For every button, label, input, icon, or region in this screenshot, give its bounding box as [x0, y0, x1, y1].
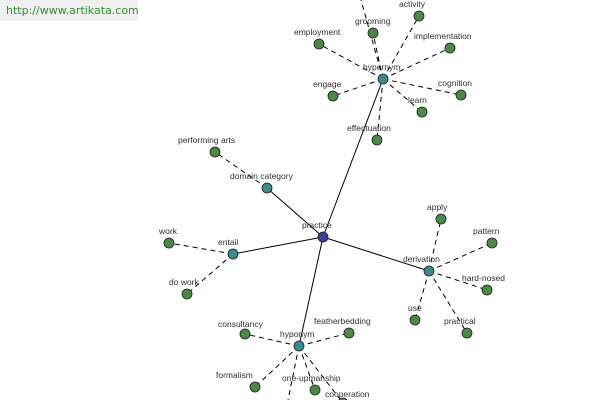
graph-nodes: [163, 10, 498, 400]
graph-labels: practice hypernym grooming activity employme…: [158, 0, 505, 399]
label-term[interactable]: work: [158, 226, 178, 236]
node-term[interactable]: [181, 288, 193, 300]
node-relation-hyponym[interactable]: [293, 340, 305, 352]
edge-practice-entail: [232, 236, 324, 255]
node-relation-hypernym[interactable]: [377, 73, 389, 85]
label-term[interactable]: use: [408, 303, 422, 313]
edge-derivation-term: [428, 242, 493, 272]
label-term[interactable]: effectuation: [347, 123, 391, 133]
label-term[interactable]: formalism: [216, 370, 253, 380]
graph-edges: [168, 0, 493, 400]
node-term[interactable]: [435, 213, 447, 225]
node-term[interactable]: [239, 328, 251, 340]
label-center[interactable]: practice: [302, 220, 332, 230]
node-term[interactable]: [444, 42, 456, 54]
node-term[interactable]: [461, 327, 473, 339]
edge-entail-term: [168, 242, 234, 255]
label-term[interactable]: grooming: [355, 16, 391, 26]
label-term[interactable]: performing arts: [178, 135, 235, 145]
node-term[interactable]: [409, 314, 421, 326]
node-term[interactable]: [455, 89, 467, 101]
edge-derivation-term: [428, 270, 488, 291]
label-term[interactable]: learn: [408, 95, 427, 105]
edge-hypernym-term: [382, 78, 462, 96]
node-term[interactable]: [413, 10, 425, 22]
node-term[interactable]: [486, 237, 498, 249]
edge-hyponym-term: [298, 345, 342, 400]
edge-hyponym-term: [298, 345, 316, 391]
edge-practice-hypernym: [322, 78, 384, 238]
label-term[interactable]: engage: [313, 79, 342, 89]
label-term[interactable]: pattern: [473, 226, 500, 236]
edge-hypernym-term: [376, 78, 384, 141]
edge-practice-derivation: [322, 236, 430, 272]
node-term[interactable]: [313, 38, 325, 50]
node-term[interactable]: [481, 284, 493, 296]
label-term[interactable]: implementation: [414, 31, 472, 41]
node-relation-domain[interactable]: [261, 182, 273, 194]
node-term[interactable]: [163, 237, 175, 249]
node-term[interactable]: [416, 106, 428, 118]
edge-hyponym-term: [254, 345, 300, 388]
node-relation-derivation[interactable]: [423, 265, 435, 277]
edge-hypernym-term: [382, 47, 451, 80]
edge-hypernym-term: [382, 15, 420, 80]
label-relation-derivation[interactable]: derivation: [403, 254, 440, 264]
label-term[interactable]: hard-nosed: [462, 273, 505, 283]
edge-hypernym-term: [318, 43, 384, 80]
edge-practice-domain: [266, 187, 324, 238]
edge-derivation-term: [428, 270, 468, 334]
edge-offscreen: [287, 345, 300, 400]
source-url[interactable]: http://www.artikata.com: [0, 0, 139, 21]
label-term[interactable]: employment: [294, 27, 341, 37]
node-term[interactable]: [209, 146, 221, 158]
edge-entail-term: [186, 253, 234, 295]
node-center[interactable]: [317, 231, 329, 243]
label-term[interactable]: cooperation: [325, 389, 370, 399]
edge-hypernym-term: [372, 32, 384, 80]
label-term[interactable]: apply: [427, 202, 448, 212]
node-term[interactable]: [371, 134, 383, 146]
edge-domain-term: [214, 151, 268, 189]
label-term[interactable]: cognition: [438, 78, 472, 88]
node-relation-entail[interactable]: [227, 248, 239, 260]
label-term[interactable]: practical: [444, 316, 476, 326]
label-term[interactable]: activity: [399, 0, 426, 9]
node-term[interactable]: [327, 90, 339, 102]
node-term[interactable]: [309, 384, 321, 396]
node-term[interactable]: [367, 27, 379, 39]
label-relation-domain[interactable]: domain category: [230, 171, 294, 181]
edge-practice-hyponym: [298, 236, 324, 347]
label-relation-entail[interactable]: entail: [218, 237, 238, 247]
node-term[interactable]: [343, 327, 355, 339]
edge-offscreen: [360, 0, 384, 80]
label-term[interactable]: consultancy: [218, 319, 264, 329]
label-term[interactable]: featherbedding: [314, 316, 371, 326]
label-term[interactable]: one-upmanship: [282, 373, 341, 383]
edge-hyponym-term: [244, 333, 300, 347]
label-term[interactable]: do work: [169, 277, 200, 287]
label-relation-hyponym[interactable]: hyponym: [280, 329, 315, 339]
label-relation-hypernym[interactable]: hypernym: [363, 62, 400, 72]
node-term[interactable]: [249, 381, 261, 393]
